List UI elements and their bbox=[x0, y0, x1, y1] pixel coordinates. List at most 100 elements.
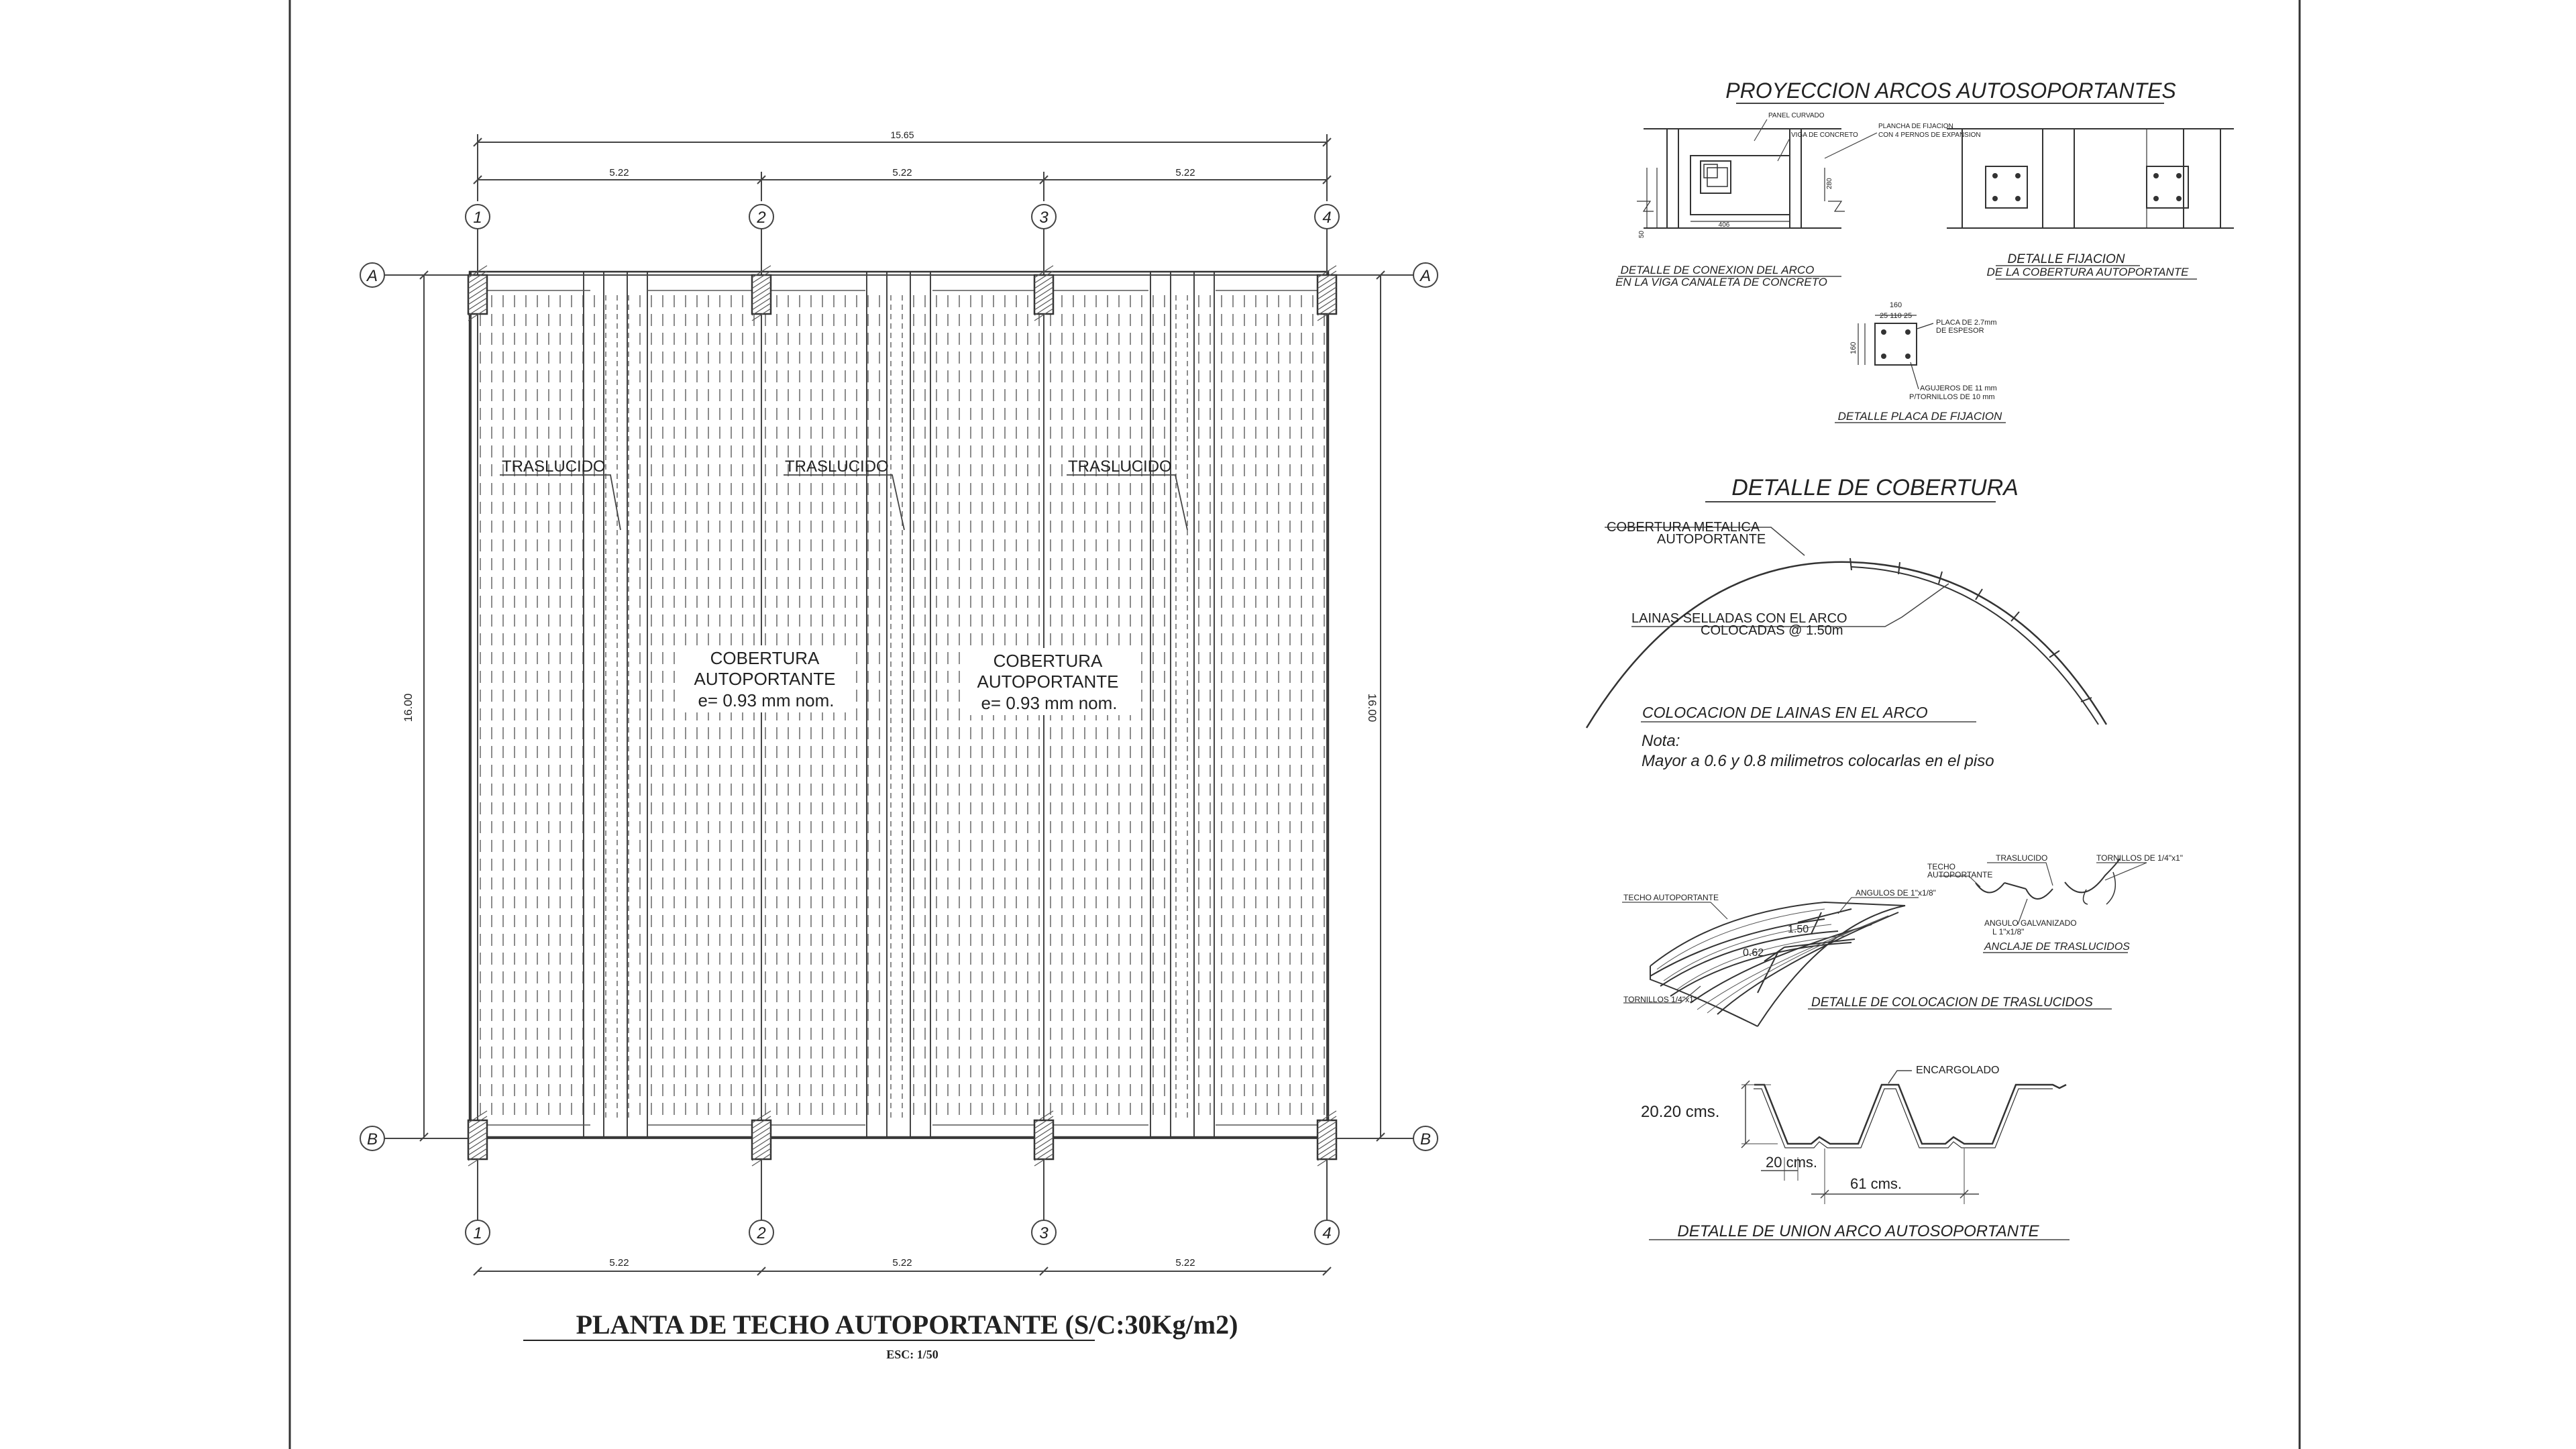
cobertura-line-1b: AUTOPORTANTE bbox=[694, 669, 836, 689]
anclaje-angulo-2: L 1"x1/8" bbox=[1992, 927, 2024, 936]
column bbox=[467, 1110, 488, 1167]
union-dim-20: 20 cms. bbox=[1766, 1154, 1817, 1171]
metalica-label-2: AUTOPORTANTE bbox=[1657, 532, 1766, 547]
plancha-label: PLANCHA DE FIJACION bbox=[1878, 123, 1953, 130]
axis-label-3-bottom: 3 bbox=[1039, 1224, 1049, 1242]
lainas-leader bbox=[1631, 583, 1949, 627]
union-dim-h: 20.20 cms. bbox=[1641, 1103, 1719, 1121]
bottom-dimensions bbox=[473, 1267, 1332, 1276]
fijacion-detail bbox=[1947, 128, 2234, 229]
nota-text: Mayor a 0.6 y 0.8 milimetros colocarlas … bbox=[1642, 752, 1994, 770]
bay-dimension-bottom-2: 5.22 bbox=[892, 1257, 912, 1269]
union-detail: ENCARGOLADO 20.20 cms. 20 cms. 61 cms. D… bbox=[1641, 1065, 2070, 1240]
plan-scale: ESC: 1/50 bbox=[886, 1348, 938, 1361]
column bbox=[1316, 265, 1338, 321]
union-title: DETALLE DE UNION ARCO AUTOSOPORTANTE bbox=[1677, 1222, 2039, 1240]
proyeccion-arcos: PROYECCION ARCOS AUTOSOPORTANTES PANEL C… bbox=[1615, 78, 2234, 288]
cobertura-detail: DETALLE DE COBERTURA COBERTURA METALICA … bbox=[1585, 475, 2108, 770]
axis-label-1-bottom: 1 bbox=[473, 1224, 482, 1242]
placa-dim-160-top: 160 bbox=[1890, 301, 1902, 309]
sheet-border bbox=[288, 0, 2301, 1449]
cobertura-title: DETALLE DE COBERTURA bbox=[1731, 475, 2019, 500]
pernos-label: CON 4 PERNOS DE EXPANSION bbox=[1878, 131, 1981, 139]
traslucidos-detail: TECHO AUTOPORTANTE ANGULOS DE 1"x1/8" TO… bbox=[1622, 853, 2183, 1027]
tornillos-label: TORNILLOS 1/4"x1" bbox=[1623, 995, 1697, 1004]
dim-280: 280 bbox=[1826, 178, 1833, 189]
axis-bubbles bbox=[360, 204, 1438, 1245]
anclaje-title: ANCLAJE DE TRASLUCIDOS bbox=[1984, 941, 2130, 953]
height-dimension-right: 16.00 bbox=[1366, 694, 1379, 722]
arc-outer bbox=[1585, 561, 2108, 729]
conexion-caption-1: DETALLE DE CONEXION DEL ARCO bbox=[1621, 264, 1815, 276]
lainas-label-2: COLOCADAS @ 1.50m bbox=[1701, 623, 1843, 638]
fijacion-caption-1: DETALLE FIJACION bbox=[2008, 252, 2125, 266]
axis-label-4-top: 4 bbox=[1322, 209, 1331, 227]
bay-dimension-bottom-3: 5.22 bbox=[1175, 1257, 1195, 1269]
colocacion-traslucidos-title: DETALLE DE COLOCACION DE TRASLUCIDOS bbox=[1811, 996, 2093, 1010]
cobertura-line-2a: COBERTURA bbox=[994, 651, 1103, 671]
arc-inner bbox=[1851, 566, 2099, 725]
axis-label-B-left: B bbox=[367, 1130, 378, 1148]
axis-labels: 1 2 3 4 1 2 3 4 A A B B bbox=[366, 209, 1431, 1242]
traslucido-label-3: TRASLUCIDO bbox=[1068, 458, 1172, 476]
roof-panels bbox=[470, 272, 1328, 1137]
placa-agujeros-1: AGUJEROS DE 11 mm bbox=[1920, 384, 1997, 392]
axis-label-B-right: B bbox=[1420, 1130, 1431, 1148]
proyeccion-title: PROYECCION ARCOS AUTOSOPORTANTES bbox=[1725, 78, 2176, 103]
columns bbox=[467, 265, 1338, 1167]
axis-label-A-left: A bbox=[366, 267, 378, 285]
top-dimensions bbox=[473, 134, 1332, 201]
anclaje-techo-2: AUTOPORTANTE bbox=[1927, 870, 1992, 879]
column bbox=[751, 265, 772, 321]
placa-espesor-2: DE ESPESOR bbox=[1936, 327, 1984, 335]
column bbox=[1316, 1110, 1338, 1167]
column bbox=[751, 1110, 772, 1167]
arc-lainas bbox=[1849, 557, 2092, 702]
axis-label-4-bottom: 4 bbox=[1322, 1224, 1331, 1242]
height-dimension-left: 16.00 bbox=[402, 694, 415, 722]
nota-label: Nota: bbox=[1642, 732, 1680, 750]
encargolado-label: ENCARGOLADO bbox=[1916, 1065, 1999, 1076]
axis-label-2-top: 2 bbox=[756, 209, 765, 227]
column bbox=[1033, 265, 1055, 321]
cobertura-line-2b: AUTOPORTANTE bbox=[977, 672, 1119, 692]
bay-dimension-top-3: 5.22 bbox=[1175, 167, 1195, 178]
colocacion-label: COLOCACION DE LAINAS EN EL ARCO bbox=[1642, 704, 1928, 721]
fijacion-caption-2: DE LA COBERTURA AUTOPORTANTE bbox=[1986, 266, 2189, 278]
conexion-leaders bbox=[1754, 119, 1878, 162]
axis-label-1-top: 1 bbox=[473, 209, 482, 227]
axis-label-A-right: A bbox=[1419, 267, 1431, 285]
metalica-leader bbox=[1605, 527, 1805, 556]
anclaje-angulo-1: ANGULO GALVANIZADO bbox=[1984, 918, 2077, 928]
cobertura-line-1a: COBERTURA bbox=[710, 648, 820, 668]
placa-dim-sub: 25 110 25 bbox=[1880, 312, 1912, 320]
anclaje-techo-1: TECHO bbox=[1927, 862, 1955, 871]
cobertura-label-2: COBERTURA AUTOPORTANTE e= 0.93 mm nom. bbox=[961, 648, 1140, 715]
roof-outline bbox=[468, 270, 1330, 1138]
dim-0-62: 0.62 bbox=[1743, 947, 1764, 959]
bay-dimension-top-1: 5.22 bbox=[609, 167, 629, 178]
placa-detail: 160 25 110 25 160 PLACA DE 2.7mm DE ESPE… bbox=[1835, 301, 2006, 423]
overall-dimension: 15.65 bbox=[890, 129, 914, 140]
anclaje-tornillos-label: TORNILLOS DE 1/4"x1" bbox=[2096, 853, 2183, 863]
placa-title: DETALLE PLACA DE FIJACION bbox=[1838, 410, 2002, 423]
axis-label-2-bottom: 2 bbox=[756, 1224, 765, 1242]
roof-plan: 15.65 5.22 5.22 5.22 5.22 5.22 5.22 16.0… bbox=[360, 129, 1438, 1276]
placa-espesor-1: PLACA DE 2.7mm bbox=[1936, 319, 1996, 327]
traslucido-leaders bbox=[500, 474, 1188, 531]
cobertura-label-1: COBERTURA AUTOPORTANTE e= 0.93 mm nom. bbox=[676, 645, 856, 712]
bay-dimension-top-2: 5.22 bbox=[892, 167, 912, 178]
dim-1-50: 1.50 bbox=[1788, 924, 1809, 935]
techo-autoportante-label: TECHO AUTOPORTANTE bbox=[1623, 893, 1719, 902]
metalica-label-1: COBERTURA METALICA bbox=[1607, 520, 1760, 535]
placa-agujeros-2: P/TORNILLOS DE 10 mm bbox=[1909, 393, 1995, 401]
panel-curvado-label: PANEL CURVADO bbox=[1768, 112, 1825, 119]
column bbox=[467, 265, 488, 321]
conexion-detail bbox=[1637, 128, 1845, 229]
side-dimensions bbox=[419, 270, 1385, 1142]
traslucido-label-1: TRASLUCIDO bbox=[502, 458, 606, 476]
dim-50: 50 bbox=[1638, 230, 1646, 238]
traslucido-label-2: TRASLUCIDO bbox=[785, 458, 889, 476]
union-dim-61: 61 cms. bbox=[1850, 1175, 1902, 1192]
